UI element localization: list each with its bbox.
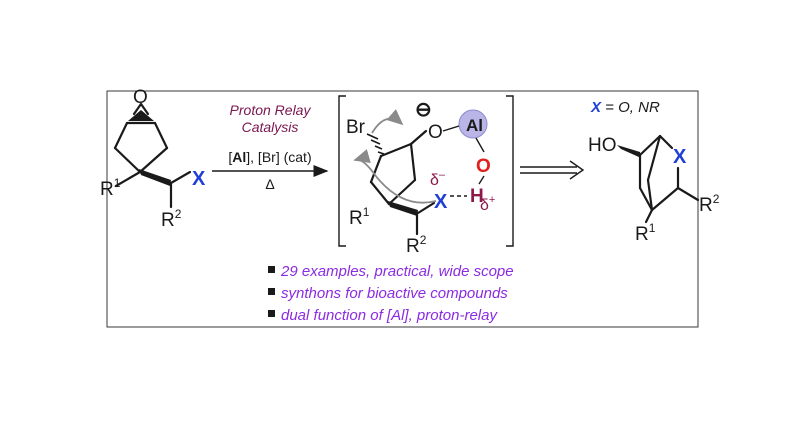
- bold-wedge-bond: [139, 169, 171, 186]
- outer-frame: [106, 90, 699, 328]
- transformation-arrow: [520, 160, 585, 180]
- heat-symbol: Δ: [265, 176, 274, 192]
- reagent-line: [Al], [Br] (cat): [228, 149, 311, 165]
- starting-material: O X R1 R2: [100, 87, 206, 231]
- bridging-oxygen: O: [476, 156, 491, 177]
- product-x-label: X: [673, 146, 687, 168]
- epoxide-oxygen: O: [133, 87, 148, 108]
- al-atom: Al: [466, 116, 483, 135]
- delta-minus: δ–: [430, 169, 446, 189]
- o-minus-charge: ⊖: [415, 99, 432, 121]
- bullet-marker: [268, 266, 275, 273]
- intermediate-r1: R1: [349, 205, 370, 229]
- al-circle: [458, 109, 488, 139]
- side-chain-wedge: [388, 201, 418, 216]
- intermediate-x-label: X: [434, 191, 448, 213]
- curved-arrow-x: [353, 149, 437, 204]
- catalysis-line1: Proton Relay: [230, 102, 312, 118]
- alkoxide-oxygen: O: [428, 122, 443, 143]
- product: X = O, NR HO X R2 R1: [588, 99, 720, 245]
- bullet-list: 29 examples, practical, wide scope synth…: [268, 263, 514, 324]
- start-r2: R2: [161, 207, 182, 231]
- bullet-item-3: dual function of [Al], proton-relay: [281, 307, 498, 324]
- product-ho: HO: [588, 135, 617, 156]
- ho-wedge: [617, 145, 641, 158]
- right-bracket: [506, 95, 514, 247]
- hashed-bond: [366, 133, 385, 155]
- intermediate-r2: R2: [406, 233, 427, 257]
- intermediate: Al Br ⊖ O O H X δ– δ+ R1: [346, 99, 495, 257]
- reaction-conditions: Proton Relay Catalysis [Al], [Br] (cat) …: [212, 102, 329, 192]
- curved-arrow-br: [371, 109, 404, 134]
- start-r1: R1: [100, 176, 121, 200]
- delta-plus: δ+: [480, 194, 495, 214]
- bullet-marker: [268, 288, 275, 295]
- bullet-item-1: 29 examples, practical, wide scope: [280, 263, 514, 280]
- bullet-item-2: synthons for bioactive compounds: [281, 285, 508, 302]
- catalysis-line2: Catalysis: [242, 119, 299, 135]
- product-r2: R2: [699, 192, 720, 216]
- left-bracket: [338, 95, 346, 247]
- proton-h: H: [470, 186, 484, 207]
- product-r1: R1: [635, 221, 656, 245]
- br-atom: Br: [346, 117, 366, 138]
- start-x-label: X: [192, 168, 206, 190]
- x-definition: X = O, NR: [590, 99, 660, 116]
- epoxide-wedge: [128, 110, 154, 121]
- bullet-marker: [268, 310, 275, 317]
